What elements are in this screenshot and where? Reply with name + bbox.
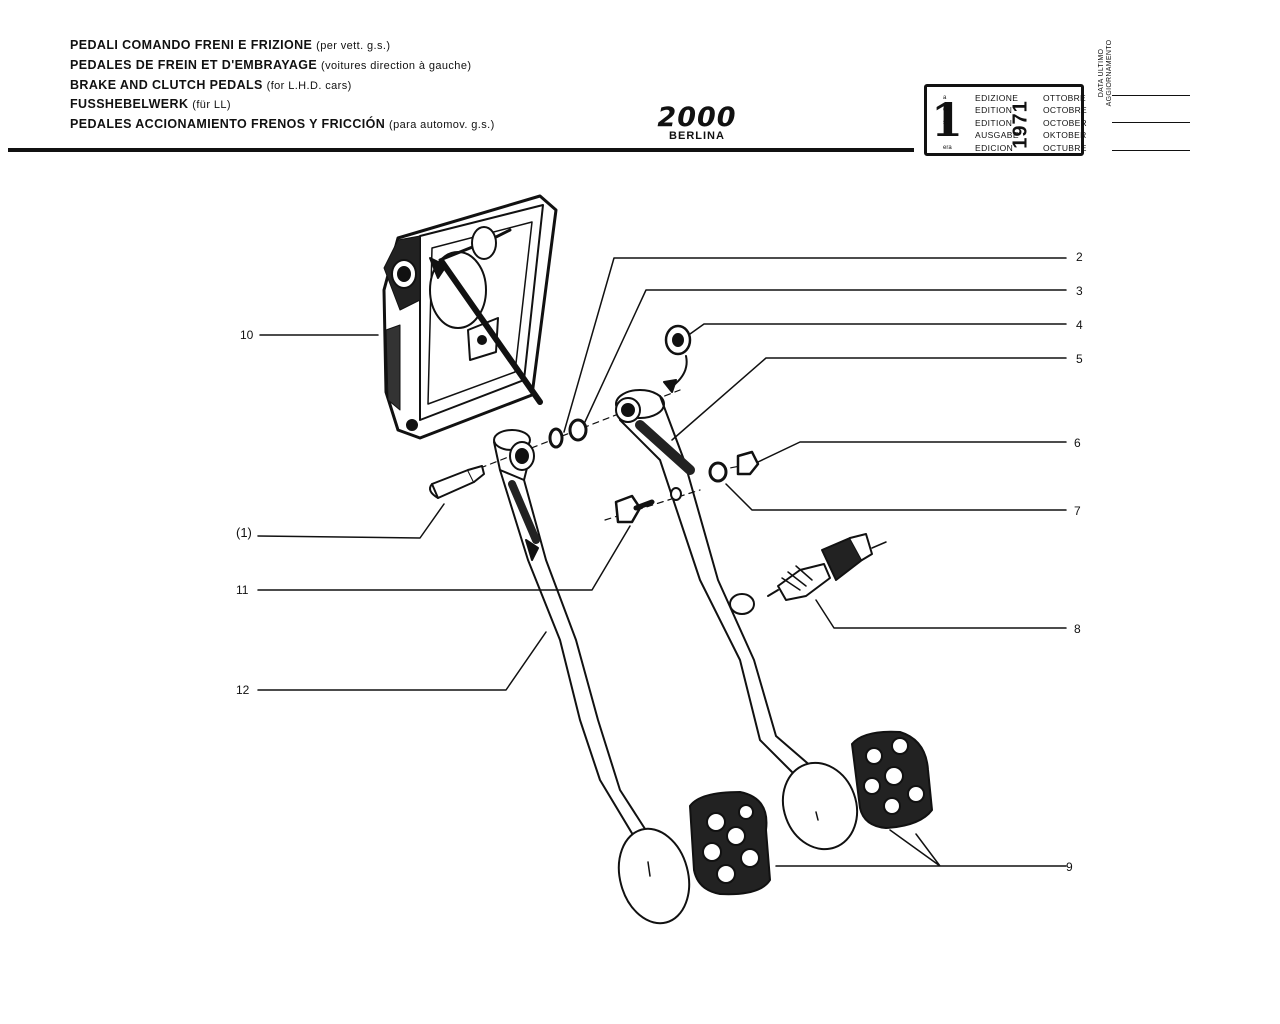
pivot-pin: [429, 465, 485, 499]
title-german: FUSSHEBELWERK (für LL): [70, 97, 231, 112]
leader-4: [689, 323, 1067, 335]
logo-mark: 2000: [657, 102, 737, 133]
edition-months: OTTOBRE OCTOBRE OCTOBER OKTOBER OCTUBRE: [1043, 93, 1087, 153]
leader-7: [725, 483, 1067, 511]
title-block: PEDALI COMANDO FRENI E FRIZIONE (per vet…: [70, 36, 495, 135]
leader-11: [257, 525, 631, 591]
leader-3: [583, 289, 1067, 425]
spacer-washers: [548, 418, 588, 449]
callout-3: 3: [1076, 284, 1083, 298]
update-line: [1112, 95, 1190, 96]
edition-superscript: ere: [943, 107, 952, 113]
clutch-pedal-arm: [493, 429, 691, 925]
model-logo: 2000 BERLINA: [632, 102, 762, 143]
leader-5: [671, 357, 1067, 441]
pedal-pad-right: [851, 730, 933, 829]
callout-12: 12: [236, 683, 250, 697]
edition-superscript: a: [943, 95, 947, 101]
callout-4: 4: [1076, 318, 1083, 332]
callout-1: (1): [236, 525, 252, 540]
edition-superscript: era: [943, 145, 952, 151]
update-line: [1112, 122, 1190, 123]
leader-6: [757, 441, 1067, 463]
leader-2: [563, 257, 1067, 433]
update-line: [1112, 150, 1190, 151]
logo-subtitle: BERLINA: [669, 130, 725, 142]
leader-8: [815, 599, 1067, 629]
callout-9: 9: [1066, 860, 1073, 874]
title-italian: PEDALI COMANDO FRENI E FRIZIONE (per vet…: [70, 38, 391, 52]
pedal-pads: [689, 730, 933, 896]
callout-6: 6: [1074, 436, 1081, 450]
title-english: BRAKE AND CLUTCH PEDALS (for L.H.D. cars…: [70, 77, 352, 92]
pedal-pad-left: [689, 791, 771, 896]
callout-11: 11: [236, 583, 249, 597]
nut-and-washer: [708, 450, 760, 483]
header-rule: [8, 148, 914, 152]
leader-lines: [257, 257, 1067, 867]
callout-5: 5: [1076, 352, 1083, 366]
edition-superscript: st: [943, 120, 948, 126]
edition-box: 1 a ere st . era EDIZIONE EDITION EDITIO…: [924, 84, 1087, 156]
callout-2: 2: [1076, 250, 1083, 264]
title-french: PEDALES DE FREIN ET D'EMBRAYAGE (voiture…: [70, 57, 472, 72]
brake-pedal-arm: [615, 389, 859, 851]
edition-number: 1: [931, 93, 964, 147]
stop-light-switch: [767, 533, 887, 601]
title-spanish: PEDALES ACCIONAMIENTO FRENOS Y FRICCIÓN …: [70, 117, 495, 132]
adjustment-screw: [614, 494, 655, 524]
edition-words: EDIZIONE EDITION EDITION AUSGABE EDICION: [975, 93, 1019, 153]
edition-superscript: .: [943, 132, 945, 138]
pedal-bracket: [382, 194, 558, 440]
leader-1: [257, 503, 445, 539]
leader-12: [257, 631, 547, 691]
callout-10: 10: [240, 328, 254, 342]
callout-8: 8: [1074, 622, 1081, 636]
bushing: [663, 324, 692, 393]
callout-7: 7: [1074, 504, 1081, 518]
leader-9: [775, 829, 1067, 867]
